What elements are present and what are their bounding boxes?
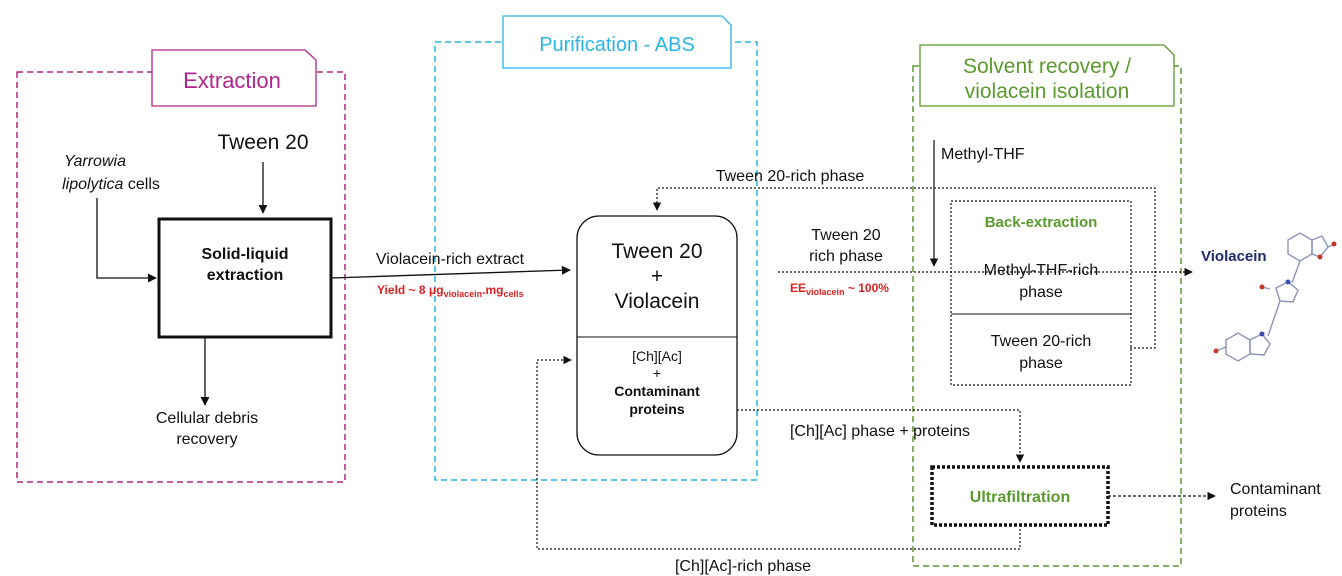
extract-label: Violacein-rich extract bbox=[376, 251, 525, 268]
solid-liquid-line1: Solid-liquid bbox=[201, 246, 288, 263]
chac-recycle-arrow bbox=[536, 355, 1021, 550]
methyl-thf-label: Methyl-THF bbox=[941, 146, 1025, 163]
purification-tab bbox=[502, 15, 732, 69]
chac-recycle-label: [Ch][Ac]-rich phase bbox=[675, 558, 811, 575]
recovery-tab bbox=[919, 44, 1175, 107]
back-extraction-title: Back-extraction bbox=[985, 214, 1098, 231]
back-extraction-box bbox=[950, 200, 1132, 386]
recovery-section: Solvent recovery / violacein isolation bbox=[912, 44, 1182, 567]
solid-liquid-line2: extraction bbox=[207, 267, 283, 284]
tween-recycle-arrow bbox=[652, 187, 1156, 349]
lipolytica-label: lipolytica cells bbox=[62, 176, 160, 193]
recovery-title-line1: Solvent recovery / bbox=[963, 55, 1131, 78]
violacein-label: Violacein bbox=[1201, 248, 1267, 265]
chac-proteins-arrow bbox=[737, 409, 1025, 463]
yarrowia-label: Yarrowia bbox=[64, 153, 126, 170]
ee-label: EEviolacein ~ 100% bbox=[790, 281, 889, 297]
tween-phase-line1: Tween 20 bbox=[811, 227, 880, 244]
contaminant-line1: Contaminant bbox=[1230, 481, 1321, 498]
abs-top-line1: Tween 20 bbox=[611, 240, 702, 263]
abs-bottom-line2: + bbox=[653, 365, 661, 381]
solid-liquid-box bbox=[157, 217, 333, 339]
tween-phase-box-line2: phase bbox=[1019, 355, 1063, 372]
extraction-tab bbox=[151, 49, 317, 107]
chac-proteins-label: [Ch][Ac] phase + proteins bbox=[790, 423, 970, 440]
cells-arrow bbox=[96, 198, 157, 283]
yield-label: Yield ~ 8 μgviolacein.mgcells bbox=[377, 283, 524, 299]
purification-title: Purification - ABS bbox=[539, 34, 695, 56]
mthf-phase-line2: phase bbox=[1019, 284, 1063, 301]
mthf-phase-line1: Methyl-THF-rich bbox=[984, 262, 1099, 279]
molecule-atoms bbox=[1213, 241, 1337, 354]
tween-recycle-label: Tween 20-rich phase bbox=[716, 168, 865, 185]
extraction-section: Extraction bbox=[16, 49, 346, 483]
abs-box bbox=[576, 215, 738, 456]
abs-bottom-line1: [Ch][Ac] bbox=[632, 348, 682, 364]
debris-line1: Cellular debris bbox=[156, 410, 258, 427]
abs-top-line3: Violacein bbox=[615, 290, 700, 313]
abs-bottom-line3: Contaminant bbox=[614, 383, 700, 399]
tween-phase-box-line1: Tween 20-rich bbox=[991, 333, 1092, 350]
extract-arrow bbox=[330, 265, 571, 279]
extraction-title: Extraction bbox=[183, 68, 281, 93]
debris-line2: recovery bbox=[176, 431, 237, 448]
tween-input-label: Tween 20 bbox=[217, 131, 308, 154]
ultrafiltration-label: Ultrafiltration bbox=[970, 489, 1070, 506]
contaminant-line2: proteins bbox=[1230, 503, 1287, 520]
recovery-title-line2: violacein isolation bbox=[965, 80, 1130, 103]
purification-section: Purification - ABS bbox=[434, 15, 758, 481]
abs-bottom-line4: proteins bbox=[629, 401, 684, 417]
abs-top-line2: + bbox=[651, 265, 663, 288]
tween-phase-line2: rich phase bbox=[809, 248, 883, 265]
